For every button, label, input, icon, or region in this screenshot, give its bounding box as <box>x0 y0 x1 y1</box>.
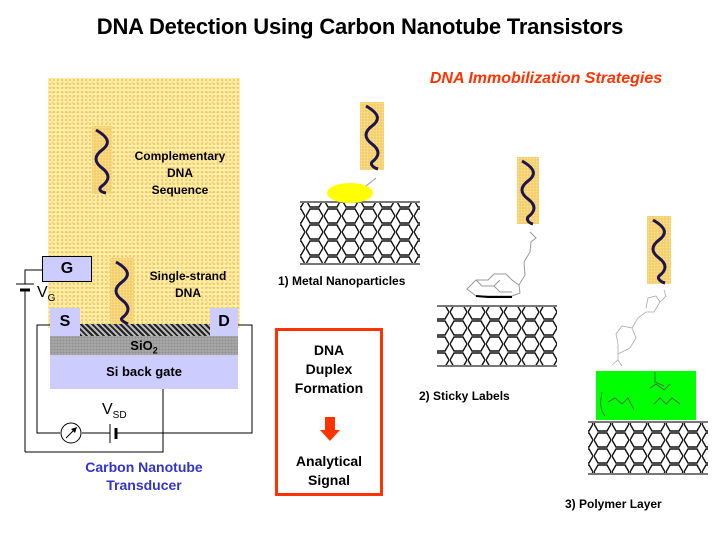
section-subtitle: DNA Immobilization Strategies <box>429 70 663 87</box>
pyrene-sticky-label <box>466 231 537 298</box>
vg-subscript: G <box>47 293 56 305</box>
gate-electrode: G <box>42 256 92 282</box>
oxide-label: SiO <box>130 338 153 353</box>
oxide-layer: SiO2 <box>50 336 238 356</box>
label-line: Formation <box>294 380 364 396</box>
nanotube-3 <box>588 421 708 475</box>
analytical-signal-label: Analytical Signal <box>278 452 380 490</box>
label-line: DNA <box>175 286 201 300</box>
page-title: DNA Detection Using Carbon Nanotube Tran… <box>96 14 624 39</box>
metal-nanoparticle <box>327 183 373 203</box>
source-electrode: S <box>50 308 80 336</box>
label-line: Single-strand <box>149 269 227 283</box>
polymer-layer <box>596 371 696 420</box>
down-arrow-icon <box>320 417 340 441</box>
label-line: DNA <box>167 166 193 180</box>
caption-line: Carbon Nanotube <box>85 459 203 475</box>
dna-helix-icon <box>520 159 536 226</box>
dna-helix-icon <box>364 104 380 171</box>
nanotube-2 <box>437 305 557 367</box>
dna-helix-icon <box>114 260 130 326</box>
vsd-symbol: V <box>102 401 113 418</box>
strategy-label-2: 2) Sticky Labels <box>419 389 510 403</box>
ammeter-arrow-icon <box>71 427 77 433</box>
succinimide-linker <box>611 289 667 367</box>
strategy-label-3: 3) Polymer Layer <box>565 497 662 511</box>
oxide-subscript: 2 <box>152 345 158 356</box>
nanotube-1 <box>300 201 420 265</box>
vg-symbol: V <box>37 284 48 301</box>
vg-label: VG <box>37 284 55 304</box>
dna-helix-icon <box>94 128 110 195</box>
vsd-subscript: SD <box>112 410 127 422</box>
label-line: Sequence <box>151 183 209 197</box>
single-strand-dna <box>110 258 134 326</box>
back-gate-layer: Si back gate <box>50 355 238 389</box>
complementary-dna-label: Complementary DNA Sequence <box>118 148 242 199</box>
dna-strand-strategy-2 <box>517 157 539 226</box>
solution-region <box>48 78 240 328</box>
single-strand-label: Single-strand DNA <box>138 268 238 302</box>
strategy-label-1: 1) Metal Nanoparticles <box>278 274 406 288</box>
device-caption: Carbon Nanotube Transducer <box>50 458 238 494</box>
vsd-label: VSD <box>102 401 127 421</box>
back-gate-label: Si back gate <box>106 364 182 379</box>
dna-strand-strategy-3 <box>647 216 671 285</box>
caption-line: Transducer <box>106 477 182 493</box>
label-line: Duplex <box>305 361 353 377</box>
process-box: DNA Duplex Formation Analytical Signal <box>275 328 383 496</box>
label-line: Signal <box>307 472 350 488</box>
duplex-formation-label: DNA Duplex Formation <box>278 341 380 398</box>
polymer-chains <box>600 372 681 417</box>
drain-electrode: D <box>210 308 238 336</box>
complementary-dna-strand <box>92 126 112 195</box>
label-line: DNA <box>313 342 345 358</box>
dna-helix-icon <box>651 218 667 285</box>
dna-strand-strategy-1 <box>360 102 384 171</box>
linker-1 <box>365 177 377 187</box>
label-line: Analytical <box>295 453 363 469</box>
label-line: Complementary <box>134 149 226 163</box>
nanotube-channel <box>80 324 210 336</box>
